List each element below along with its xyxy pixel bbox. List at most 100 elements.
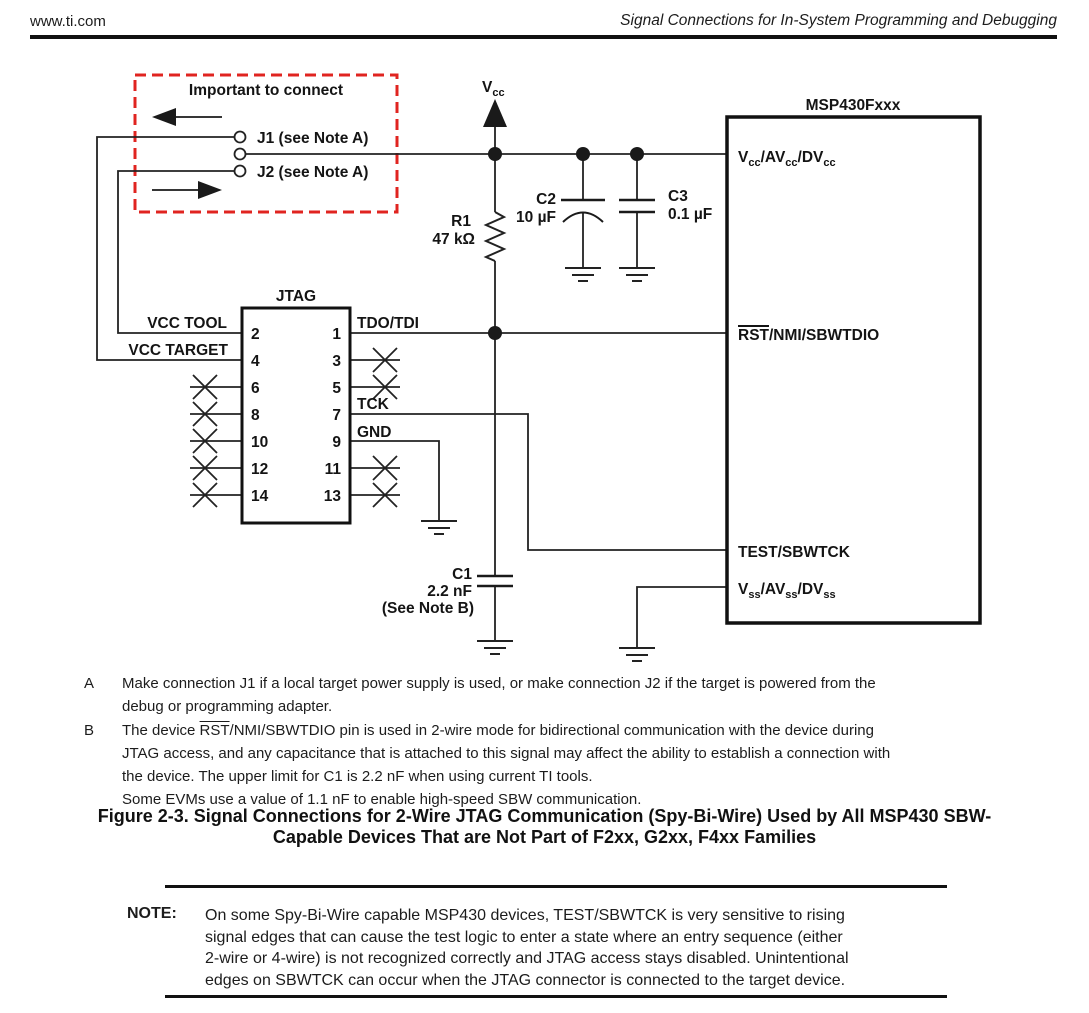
c2-value-label: 10 µF <box>516 209 556 226</box>
footnote-a-line: Make connection J1 if a local target pow… <box>122 675 876 692</box>
ground-symbol-c3 <box>619 267 655 282</box>
jumper-terminal-mid <box>233 147 247 161</box>
svg-text:14: 14 <box>251 488 269 505</box>
c2-ref-label: C2 <box>536 191 556 208</box>
msp-pin-rst-label: RST/NMI/SBWTDIO <box>738 327 879 344</box>
footnote-b-rst-overline: RST <box>199 722 230 739</box>
no-connect-x-pin12 <box>192 455 218 481</box>
circuit-schematic: Important to connect <box>96 73 982 662</box>
vcc-supply-label: Vcc <box>482 79 505 99</box>
msp430-device-box <box>725 115 982 625</box>
no-connect-x-pin11 <box>372 455 398 481</box>
msp430-title: MSP430Fxxx <box>806 97 901 114</box>
note-box-top-rule <box>165 885 947 888</box>
footnote-b: B The device RST/NMI/SBWTDIO pin is used… <box>84 719 1022 811</box>
ground-symbol-c2 <box>565 267 601 282</box>
footnote-b-line: the device. The upper limit for C1 is 2.… <box>122 768 593 785</box>
resistor-r1-symbol <box>483 211 507 262</box>
no-connect-x-pin14 <box>192 482 218 508</box>
j2-label: J2 (see Note A) <box>257 164 368 181</box>
r1-ref-label: R1 <box>451 213 471 230</box>
svg-text:2: 2 <box>251 326 260 343</box>
footnote-a: A Make connection J1 if a local target p… <box>84 672 1022 718</box>
c3-value-label: 0.1 µF <box>668 206 712 223</box>
vcc-tool-label: VCC TOOL <box>147 315 227 332</box>
note-box-line: 2-wire or 4-wire) is not recognized corr… <box>205 950 849 967</box>
c1-ref-label: C1 <box>452 566 472 583</box>
footnote-a-line: debug or programming adapter. <box>122 698 333 715</box>
wire-tck-to-test <box>350 413 727 551</box>
junction-dot-rst-line <box>488 326 502 340</box>
note-box-bottom-rule <box>165 995 947 998</box>
footnote-b-text: The device <box>122 722 200 739</box>
jtag-left-pin-numbers: 2 4 6 8 10 12 14 <box>251 326 269 505</box>
no-connect-x-pin3 <box>372 347 398 373</box>
wire-vss-to-ground <box>636 586 727 648</box>
figure-caption: Figure 2-3. Signal Connections for 2-Wir… <box>0 806 1089 847</box>
msp-pin-test-label: TEST/SBWTCK <box>738 544 851 561</box>
msp-pin-vss-label: Vss/AVss/DVss <box>738 581 836 601</box>
svg-text:5: 5 <box>332 380 341 397</box>
no-connect-x-pin13 <box>372 482 398 508</box>
c1-value-label: 2.2 nF <box>427 583 472 600</box>
junction-dot-vcc-r1 <box>488 147 502 161</box>
footnote-b-line: The device RST/NMI/SBWTDIO pin is used i… <box>122 719 1022 742</box>
note-box-line: On some Spy-Bi-Wire capable MSP430 devic… <box>205 907 845 924</box>
figure-caption-line2: Capable Devices That are Not Part of F2x… <box>272 826 817 847</box>
svg-text:1: 1 <box>332 326 341 343</box>
important-to-connect-label: Important to connect <box>189 82 343 99</box>
ground-symbol-vss <box>619 647 655 662</box>
jumper-terminal-j1 <box>233 130 247 144</box>
j1-label: J1 (see Note A) <box>257 130 368 147</box>
jumper-terminal-j2 <box>233 164 247 178</box>
tdo-tdi-label: TDO/TDI <box>357 315 419 332</box>
figure-caption-line1: Figure 2-3. Signal Connections for 2-Wir… <box>97 806 992 826</box>
footnote-b-line: JTAG access, and any capacitance that is… <box>122 745 891 762</box>
ground-symbol-jtag-gnd <box>421 520 457 535</box>
footnote-b-text: /NMI/SBWTDIO pin is used in 2-wire mode … <box>229 722 874 739</box>
svg-text:6: 6 <box>251 380 260 397</box>
wire-j2-to-vcc-tool <box>117 170 242 334</box>
no-connect-x-pin10 <box>192 428 218 454</box>
svg-text:3: 3 <box>332 353 341 370</box>
c3-ref-label: C3 <box>668 188 688 205</box>
important-to-connect-box <box>133 73 399 214</box>
header-chapter-title: Signal Connections for In-System Program… <box>620 12 1057 29</box>
note-box-text: On some Spy-Bi-Wire capable MSP430 devic… <box>205 905 953 991</box>
header-site-url: www.ti.com <box>30 13 106 30</box>
note-box-label: NOTE: <box>127 905 177 922</box>
note-box-line: signal edges that can cause the test log… <box>205 928 843 946</box>
svg-text:11: 11 <box>325 461 342 478</box>
junction-dot-vcc-c2 <box>576 147 590 161</box>
header-rule <box>30 35 1057 39</box>
ground-symbol-c1 <box>477 640 513 655</box>
svg-text:4: 4 <box>251 353 260 370</box>
wire-j1-to-vcc-target <box>96 136 242 361</box>
vcc-supply-arrow-icon <box>483 99 507 127</box>
jumper-arrow-left-icon <box>152 108 222 126</box>
svg-text:12: 12 <box>251 461 268 478</box>
tck-label: TCK <box>357 396 390 413</box>
note-box-line: edges on SBWTCK can occur when the JTAG … <box>205 971 846 989</box>
svg-text:7: 7 <box>332 407 341 424</box>
no-connect-x-pin8 <box>192 401 218 427</box>
jumper-arrow-right-icon <box>152 181 222 199</box>
footnote-b-marker: B <box>84 722 95 739</box>
jtag-connector-box <box>240 306 352 525</box>
vcc-target-label: VCC TARGET <box>128 342 228 359</box>
junction-dot-vcc-c3 <box>630 147 644 161</box>
svg-text:8: 8 <box>251 407 260 424</box>
r1-value-label: 47 kΩ <box>432 231 475 248</box>
wire-gnd-pin9 <box>350 440 440 521</box>
footnote-b-line: Some EVMs use a value of 1.1 nF to enabl… <box>122 791 642 808</box>
capacitor-c2-plate-curved <box>562 211 604 223</box>
c1-note-label: (See Note B) <box>382 600 474 617</box>
svg-text:13: 13 <box>324 488 342 505</box>
jtag-right-pin-numbers: 1 3 5 7 9 11 13 <box>324 326 342 505</box>
gnd-label: GND <box>357 424 391 441</box>
jtag-title: JTAG <box>276 288 316 305</box>
footnote-a-marker: A <box>84 675 95 692</box>
svg-text:10: 10 <box>251 434 268 451</box>
no-connect-x-pin5 <box>372 374 398 400</box>
